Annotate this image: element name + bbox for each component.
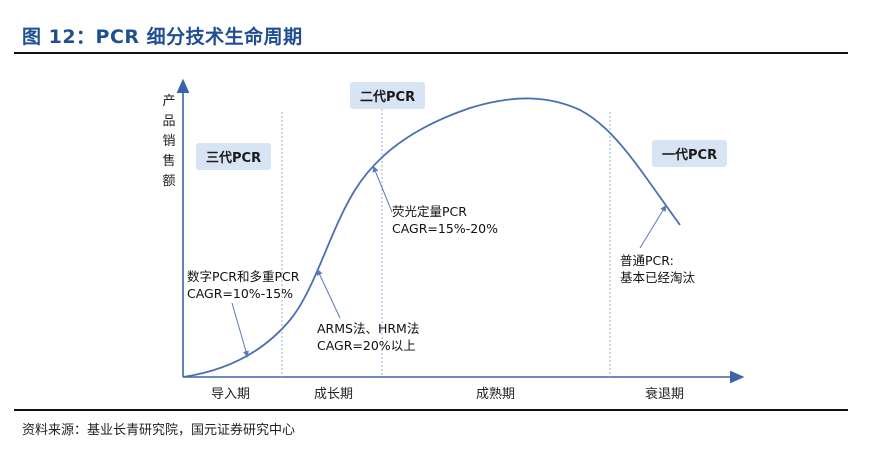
y-axis-label: 产 品 销 售 额 <box>160 92 178 192</box>
arrow-digital <box>231 302 249 358</box>
arrow-ordinary <box>639 204 667 249</box>
note-line: 荧光定量PCR <box>392 204 467 219</box>
note-line: 数字PCR和多重PCR <box>187 269 300 284</box>
top-divider <box>14 52 848 54</box>
tag-first-gen-pcr: 一代PCR <box>652 140 728 167</box>
tag-second-gen-pcr: 二代PCR <box>350 82 426 109</box>
phase-mature: 成熟期 <box>476 387 516 402</box>
phase-growth: 成长期 <box>314 387 354 402</box>
lifecycle-curve <box>182 97 681 378</box>
y-axis-label-char: 售 <box>162 154 176 169</box>
bottom-divider <box>14 409 848 411</box>
phase-intro: 导入期 <box>211 387 251 402</box>
note-ordinary-pcr: 普通PCR: 基本已经淘汰 <box>620 252 695 286</box>
y-axis-label-char: 额 <box>162 174 176 189</box>
y-axis-label-char: 品 <box>162 114 176 129</box>
note-line: 普通PCR: <box>620 253 674 268</box>
arrow-fluorescent <box>372 165 393 213</box>
note-line: CAGR=20%以上 <box>317 338 416 353</box>
phase-decline: 衰退期 <box>645 387 685 402</box>
tag-third-gen-pcr: 三代PCR <box>196 143 272 170</box>
page-title: 图 12：PCR 细分技术生命周期 <box>22 26 303 48</box>
note-line: CAGR=10%-15% <box>187 286 293 301</box>
source-note: 资料来源：基业长青研究院，国元证券研究中心 <box>22 423 296 438</box>
note-fluorescent: 荧光定量PCR CAGR=15%-20% <box>392 203 498 237</box>
note-line: 基本已经淘汰 <box>620 270 696 285</box>
note-line: CAGR=15%-20% <box>392 221 498 236</box>
y-axis-label-char: 产 <box>162 94 176 109</box>
y-axis-label-char: 销 <box>162 134 176 149</box>
note-arms-hrm: ARMS法、HRM法 CAGR=20%以上 <box>317 320 419 354</box>
note-line: ARMS法、HRM法 <box>317 321 420 336</box>
arrow-arms <box>316 268 341 319</box>
note-digital-multiplex: 数字PCR和多重PCR CAGR=10%-15% <box>187 268 299 302</box>
